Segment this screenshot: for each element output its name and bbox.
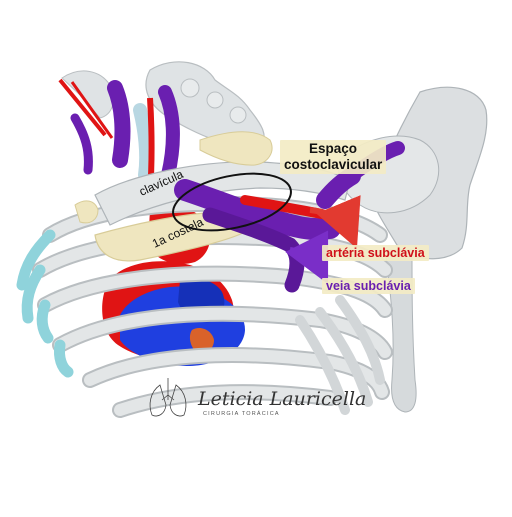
rib-cage: [16, 195, 393, 418]
vertebral-column: [61, 61, 265, 151]
label-veia-subclavia: veia subclávia: [322, 278, 415, 294]
label-espaco-line2: costoclavicular: [284, 157, 383, 172]
label-espaco-costoclavicular: Espaço costoclavicular: [280, 140, 387, 174]
posterior-vessels: [58, 78, 180, 196]
label-espaco-line1: Espaço: [309, 141, 358, 156]
signature-name: Leticia Lauricella: [198, 388, 367, 410]
veia-arrow: [285, 230, 329, 285]
costoclavicular-space-outline: [172, 172, 292, 232]
signature-subtitle: CIRURGIA TORÁCICA: [203, 411, 280, 417]
label-arteria-subclavia: artéria subclávia: [322, 245, 429, 261]
first-rib: [74, 200, 247, 262]
signature-lung-logo: [149, 378, 187, 417]
arteria-arrow: [309, 195, 361, 249]
